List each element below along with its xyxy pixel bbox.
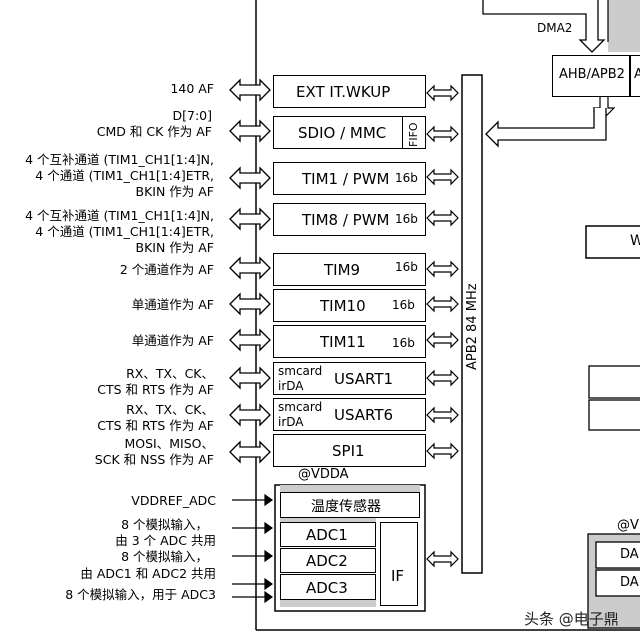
block-tim9-label: TIM9 <box>324 261 361 279</box>
block-tim11-label: TIM11 <box>320 333 366 351</box>
label-adc-in2-2: 由 ADC1 和 ADC2 共用 <box>80 566 216 581</box>
label-tim9: 2 个通道作为 AF <box>119 262 214 277</box>
ahb-apb2-bridge: AHB/APB2 <box>552 55 630 97</box>
label-140af: 140 AF <box>170 81 214 96</box>
label-tim10: 单通道作为 AF <box>131 297 214 312</box>
partial-box-1 <box>588 365 640 399</box>
partial-box-w <box>585 225 640 259</box>
block-adc2-label: ADC2 <box>306 552 348 570</box>
block-usart6-label: USART6 <box>334 406 394 424</box>
block-adc1-label: ADC1 <box>306 526 348 544</box>
bridge-to-apb2-arrow <box>485 108 607 148</box>
dac-label-1: DA <box>620 547 639 562</box>
label-tim1-1: 4 个互补通道 (TIM1_CH1[1:4]N, <box>25 152 214 167</box>
block-temp-label: 温度传感器 <box>311 499 381 515</box>
label-tim1-3: BKIN 作为 AF <box>135 184 215 199</box>
dac-box-2 <box>595 569 640 597</box>
block-fifo: FIFO <box>402 116 426 149</box>
block-adc3-label: ADC3 <box>306 579 348 597</box>
right-arrows <box>426 85 459 567</box>
usart6-smcard: smcard <box>278 400 323 414</box>
block-tim11: TIM11 16b <box>273 325 426 358</box>
block-usart6: smcard irDA USART6 <box>273 398 426 431</box>
bridge-label: AHB/APB2 <box>559 67 625 82</box>
block-tim1-label: TIM1 / PWM <box>302 170 390 188</box>
label-tim8-2: 4 个通道 (TIM1_CH1[1:4]ETR, <box>35 224 214 239</box>
block-tim1: TIM1 / PWM 16b <box>273 162 426 195</box>
apb2-bus-bar <box>461 74 483 574</box>
block-tim1-16b: 16b <box>395 171 418 185</box>
label-tim11: 单通道作为 AF <box>131 333 214 348</box>
usart1-smcard: smcard <box>278 364 323 378</box>
dac-box-1 <box>595 541 640 569</box>
block-fifo-label: FIFO <box>407 122 420 147</box>
label-tim8-1: 4 个互补通道 (TIM1_CH1[1:4]N, <box>25 208 214 223</box>
watermark: 头条 @电子鼎 <box>524 610 619 628</box>
block-if: IF <box>380 522 418 606</box>
label-usart1-2: CTS 和 RTS 作为 AF <box>97 382 214 397</box>
block-tim8-label: TIM8 / PWM <box>302 211 390 229</box>
block-tim11-16b: 16b <box>392 336 415 350</box>
label-adc-in1-1: 8 个模拟输入， <box>121 517 208 532</box>
label-cmd-ck: CMD 和 CK 作为 AF <box>96 124 212 139</box>
partial-vdd-label: @V <box>617 518 639 533</box>
block-exti: EXT IT.WKUP <box>273 75 426 108</box>
block-tim8-16b: 16b <box>395 212 418 226</box>
adc-input-arrows <box>232 493 274 604</box>
block-adc3: ADC3 <box>280 574 376 600</box>
label-d70: D[7:0] <box>172 108 213 123</box>
gray-bus-top <box>608 0 640 52</box>
vdda-label: @VDDA <box>298 467 349 482</box>
usart1-irda: irDA <box>278 379 304 393</box>
block-usart1: smcard irDA USART1 <box>273 362 426 395</box>
bridge-partial-label: A <box>634 67 640 82</box>
block-sdio-label: SDIO / MMC <box>298 124 387 142</box>
block-tim10-label: TIM10 <box>320 297 366 315</box>
block-tim8: TIM8 / PWM 16b <box>273 203 426 236</box>
dma2-arrow <box>482 0 606 53</box>
bridge-partial-box: A <box>630 55 640 97</box>
label-adc-in3: 8 个模拟输入，用于 ADC3 <box>65 587 216 602</box>
label-adc-in2-1: 8 个模拟输入， <box>121 549 208 564</box>
block-sdio: SDIO / MMC <box>273 116 426 149</box>
dma2-label: DMA2 <box>537 21 573 35</box>
label-tim8-3: BKIN 作为 AF <box>135 240 215 255</box>
block-usart1-label: USART1 <box>334 370 394 388</box>
block-adc2: ADC2 <box>280 548 376 573</box>
usart6-irda: irDA <box>278 415 304 429</box>
label-spi1-1: MOSI、MISO、 <box>124 436 215 451</box>
block-tim10-16b: 16b <box>392 298 415 312</box>
left-arrows <box>229 79 271 463</box>
label-vddref: VDDREF_ADC <box>131 493 216 508</box>
block-tim10: TIM10 16b <box>273 289 426 322</box>
block-tim9: TIM9 16b <box>273 253 426 286</box>
label-tim1-2: 4 个通道 (TIM1_CH1[1:4]ETR, <box>35 168 214 183</box>
dac-label-2: DA <box>620 575 639 590</box>
label-adc-in1-2: 由 3 个 ADC 共用 <box>115 533 216 548</box>
label-spi1-2: SCK 和 NSS 作为 AF <box>94 452 214 467</box>
partial-w-label: W <box>630 233 640 249</box>
label-usart6-2: CTS 和 RTS 作为 AF <box>97 418 214 433</box>
apb2-bus-label: APB2 84 MHz <box>465 283 480 370</box>
block-temp-sensor: 温度传感器 <box>280 492 420 518</box>
label-usart1-1: RX、TX、CK、 <box>126 366 214 381</box>
block-tim9-16b: 16b <box>395 260 418 274</box>
block-if-label: IF <box>391 567 405 585</box>
block-adc1: ADC1 <box>280 522 376 547</box>
block-spi1-label: SPI1 <box>332 442 365 460</box>
partial-box-2 <box>588 399 640 431</box>
block-spi1: SPI1 <box>273 434 426 467</box>
block-exti-label: EXT IT.WKUP <box>296 83 391 101</box>
label-usart6-1: RX、TX、CK、 <box>126 402 214 417</box>
